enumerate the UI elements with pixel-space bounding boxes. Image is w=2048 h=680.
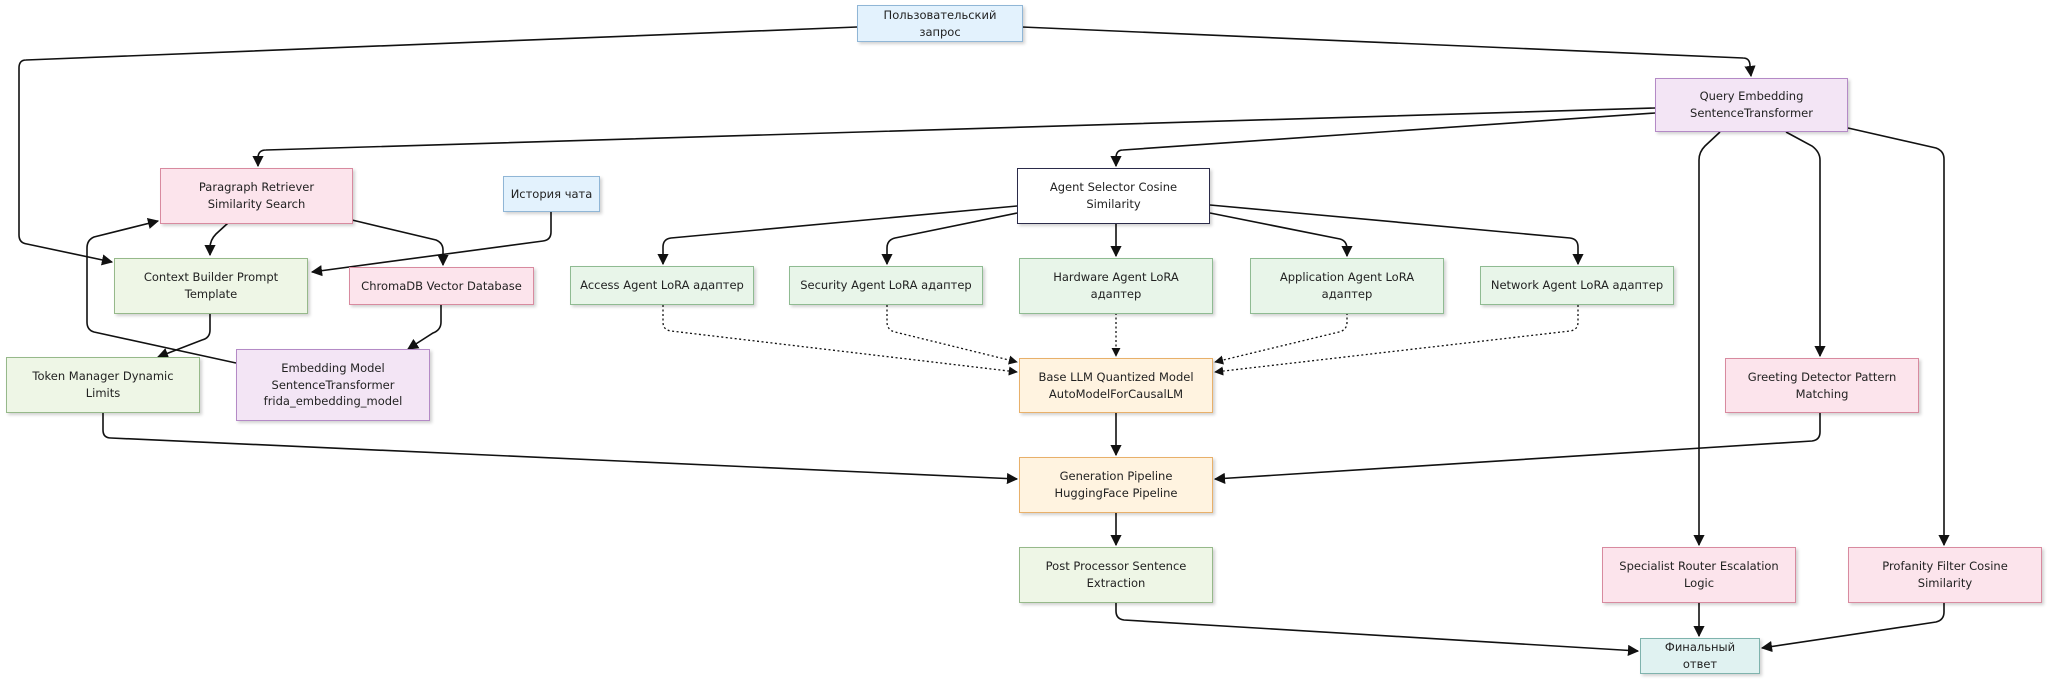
- edge-application-to-llm: [1214, 313, 1348, 365]
- edge-selector-to-network: [1209, 204, 1584, 266]
- edge-history-to-context: [310, 212, 552, 277]
- edge-query-to-context: [18, 26, 858, 266]
- edge-greeting-to-generation: [1213, 413, 1821, 484]
- node-paragraph-retriever-label: Paragraph Retriever Similarity Search: [198, 180, 315, 211]
- edge-retriever-to-chromadb: [351, 219, 449, 267]
- edge-network-to-llm: [1214, 305, 1579, 376]
- node-user-query-label: Пользовательский запрос: [883, 7, 997, 39]
- node-chat-history-label: История чата: [510, 186, 593, 201]
- node-post-processor-label: Post Processor Sentence Extraction: [1045, 559, 1187, 590]
- node-application-agent-label: Application Agent LoRA адаптер: [1279, 270, 1415, 301]
- node-chromadb-label: ChromaDB Vector Database: [361, 278, 522, 293]
- node-final-answer[interactable]: Финальный ответ: [1640, 638, 1760, 674]
- edge-embedding-to-router: [1693, 131, 1721, 547]
- edge-embedding-to-selector: [1110, 112, 1656, 168]
- node-application-agent[interactable]: Application Agent LoRA адаптер: [1250, 258, 1444, 314]
- edge-context-to-token: [156, 313, 211, 359]
- node-agent-selector[interactable]: Agent Selector Cosine Similarity: [1017, 168, 1210, 224]
- node-profanity-filter[interactable]: Profanity Filter Cosine Similarity: [1848, 547, 2042, 603]
- node-context-builder-label: Context Builder Prompt Template: [143, 270, 279, 301]
- node-base-llm[interactable]: Base LLM Quantized Model AutoModelForCau…: [1019, 358, 1213, 413]
- node-access-agent-label: Access Agent LoRA адаптер: [580, 278, 744, 293]
- edge-profanity-to-final: [1760, 603, 1945, 653]
- edge-chromadb-to-embedding: [407, 305, 442, 350]
- node-post-processor[interactable]: Post Processor Sentence Extraction: [1019, 547, 1213, 603]
- node-user-query[interactable]: Пользовательский запрос: [857, 5, 1023, 42]
- node-agent-selector-label: Agent Selector Cosine Similarity: [1049, 180, 1178, 211]
- edge-retriever-to-context: [204, 222, 229, 257]
- edge-token-to-generation: [102, 413, 1019, 485]
- edge-query-to-embedding: [1021, 26, 1756, 78]
- node-generation-pipeline[interactable]: Generation Pipeline HuggingFace Pipeline: [1019, 457, 1213, 513]
- node-access-agent[interactable]: Access Agent LoRA адаптер: [570, 266, 754, 305]
- node-specialist-router[interactable]: Specialist Router Escalation Logic: [1602, 547, 1796, 603]
- node-embedding-model[interactable]: Embedding Model SentenceTransformer frid…: [236, 349, 430, 421]
- node-final-answer-label: Финальный ответ: [1664, 640, 1736, 671]
- node-greeting-detector-label: Greeting Detector Pattern Matching: [1747, 369, 1897, 401]
- node-greeting-detector[interactable]: Greeting Detector Pattern Matching: [1725, 358, 1919, 413]
- node-security-agent[interactable]: Security Agent LoRA адаптер: [789, 266, 983, 305]
- node-query-embedding[interactable]: Query Embedding SentenceTransformer: [1655, 78, 1848, 132]
- node-generation-pipeline-label: Generation Pipeline HuggingFace Pipeline: [1054, 469, 1178, 500]
- node-chat-history[interactable]: История чата: [503, 176, 600, 212]
- node-query-embedding-label: Query Embedding SentenceTransformer: [1690, 89, 1813, 120]
- edge-embedding-to-greeting: [1785, 131, 1826, 358]
- node-hardware-agent-label: Hardware Agent LoRA адаптер: [1053, 270, 1179, 301]
- node-chromadb[interactable]: ChromaDB Vector Database: [349, 267, 534, 305]
- node-embedding-model-label: Embedding Model SentenceTransformer frid…: [263, 360, 403, 409]
- node-paragraph-retriever[interactable]: Paragraph Retriever Similarity Search: [160, 168, 353, 224]
- edge-post-to-final: [1115, 603, 1640, 656]
- node-hardware-agent[interactable]: Hardware Agent LoRA адаптер: [1019, 258, 1213, 314]
- edge-embedding-to-profanity: [1847, 127, 1950, 547]
- edge-access-to-llm: [662, 305, 1018, 376]
- edge-selector-to-security: [881, 212, 1018, 266]
- node-security-agent-label: Security Agent LoRA адаптер: [800, 278, 972, 293]
- edge-security-to-llm: [886, 305, 1018, 365]
- edge-embedding-to-retriever: [252, 107, 1656, 168]
- node-token-manager-label: Token Manager Dynamic Limits: [32, 369, 174, 400]
- edge-embedding-model-to-retriever: [86, 218, 237, 364]
- node-base-llm-label: Base LLM Quantized Model AutoModelForCau…: [1038, 369, 1194, 401]
- node-context-builder[interactable]: Context Builder Prompt Template: [114, 258, 308, 314]
- edge-selector-to-access: [657, 205, 1018, 266]
- node-network-agent[interactable]: Network Agent LoRA адаптер: [1480, 266, 1674, 305]
- edge-selector-to-application: [1209, 212, 1353, 258]
- node-profanity-filter-label: Profanity Filter Cosine Similarity: [1882, 559, 2008, 590]
- node-network-agent-label: Network Agent LoRA адаптер: [1490, 278, 1664, 293]
- node-specialist-router-label: Specialist Router Escalation Logic: [1619, 559, 1779, 590]
- node-token-manager[interactable]: Token Manager Dynamic Limits: [6, 357, 200, 413]
